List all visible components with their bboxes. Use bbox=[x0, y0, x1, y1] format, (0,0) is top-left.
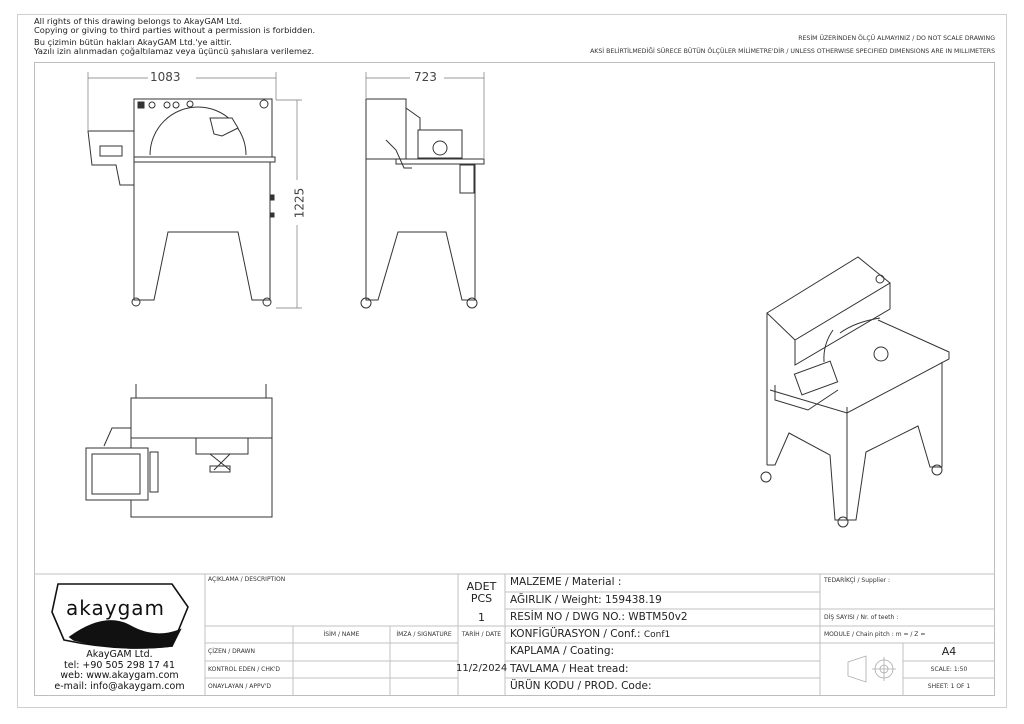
scale-field: SCALE: 1:50 bbox=[930, 666, 968, 673]
units-notice: AKSİ BELİRTİLMEDİĞİ SÜRECE BÜTÜN ÖLÇÜLER… bbox=[590, 48, 995, 55]
paper-size: A4 bbox=[941, 645, 957, 658]
side-view bbox=[360, 98, 485, 309]
front-height-dimension-value: 1225 bbox=[292, 187, 307, 219]
signature-header: İMZA / SIGNATURE bbox=[396, 631, 452, 638]
company-tel: tel: +90 505 298 17 41 bbox=[64, 659, 175, 671]
copyright-notice-tr-2: Yazılı izin alınmadan çoğaltılamaz veya … bbox=[34, 46, 315, 56]
company-email: e-mail: info@akaygam.com bbox=[54, 680, 185, 692]
name-header: İSİM / NAME bbox=[323, 631, 360, 638]
third-angle-projection-icon bbox=[847, 655, 896, 683]
heat-treat-field: TAVLAMA / Heat tread: bbox=[510, 663, 629, 675]
company-contact: AkayGAM Ltd. tel: +90 505 298 17 41 web:… bbox=[34, 649, 205, 692]
supplier-field: TEDARİKÇİ / Supplier : bbox=[824, 577, 891, 584]
isometric-view bbox=[760, 256, 950, 528]
front-height-dimension bbox=[276, 99, 302, 309]
date-value: 11/2/2024 bbox=[456, 663, 508, 674]
dwg-no-field: RESİM NO / DWG NO.: WBTM50v2 bbox=[510, 611, 688, 623]
front-view bbox=[87, 98, 276, 307]
pcs-header: ADET PCS bbox=[458, 581, 505, 605]
pcs-label-tr: ADET bbox=[466, 580, 497, 593]
logo-text: akaygam bbox=[66, 596, 166, 620]
conf-field: KONFİGÜRASYON / Conf.: Conf1 bbox=[510, 628, 670, 640]
conf-value: Conf1 bbox=[643, 630, 671, 640]
module-field: MODULE / Chain pitch : m = / Z = bbox=[824, 631, 926, 638]
checked-label: KONTROL EDEN / CHK'D bbox=[208, 666, 281, 673]
dwg-no-value: WBTM50v2 bbox=[628, 611, 688, 623]
drawn-label: ÇİZEN / DRAWN bbox=[208, 648, 255, 655]
copyright-notice-en-2: Copying or giving to third parties witho… bbox=[34, 25, 316, 35]
akaygam-logo bbox=[51, 583, 189, 649]
do-not-scale-notice: RESİM ÜZERİNDEN ÖLÇÜ ALMAYINIZ / DO NOT … bbox=[798, 35, 995, 42]
conf-label: KONFİGÜRASYON / Conf.: bbox=[510, 628, 641, 640]
pcs-value: 1 bbox=[478, 611, 485, 624]
sheet-field: SHEET: 1 OF 1 bbox=[927, 683, 971, 690]
side-depth-dimension-value: 723 bbox=[414, 70, 437, 84]
coating-field: KAPLAMA / Coating: bbox=[510, 645, 615, 657]
pcs-label-en: PCS bbox=[470, 592, 493, 605]
prod-code-field: ÜRÜN KODU / PROD. Code: bbox=[510, 680, 652, 692]
sheet-inner-border bbox=[34, 62, 995, 696]
approved-label: ONAYLAYAN / APPV'D bbox=[208, 683, 271, 690]
material-field: MALZEME / Material : bbox=[510, 576, 622, 588]
title-block-grid bbox=[34, 573, 995, 695]
company-name: AkayGAM Ltd. bbox=[86, 649, 153, 660]
company-web: web: www.akaygam.com bbox=[60, 670, 179, 681]
dwg-no-label: RESİM NO / DWG NO.: bbox=[510, 611, 625, 623]
front-width-dimension bbox=[87, 72, 277, 130]
side-depth-dimension bbox=[365, 72, 485, 158]
top-view bbox=[85, 384, 273, 518]
copyright-notice-tr-1: Bu çizimin bütün hakları AkayGAM Ltd.'ye… bbox=[34, 37, 232, 47]
sheet-outer-border bbox=[17, 14, 1007, 708]
date-header: TARİH / DATE bbox=[461, 631, 502, 638]
front-width-dimension-value: 1083 bbox=[150, 70, 181, 84]
description-label: AÇIKLAMA / DESCRIPTION bbox=[208, 576, 286, 583]
weight-field: AĞIRLIK / Weight: 159438.19 bbox=[510, 594, 662, 606]
teeth-field: DİŞ SAYISI / Nr. of teeth : bbox=[824, 614, 899, 621]
copyright-notice-en-1: All rights of this drawing belongs to Ak… bbox=[34, 16, 243, 26]
